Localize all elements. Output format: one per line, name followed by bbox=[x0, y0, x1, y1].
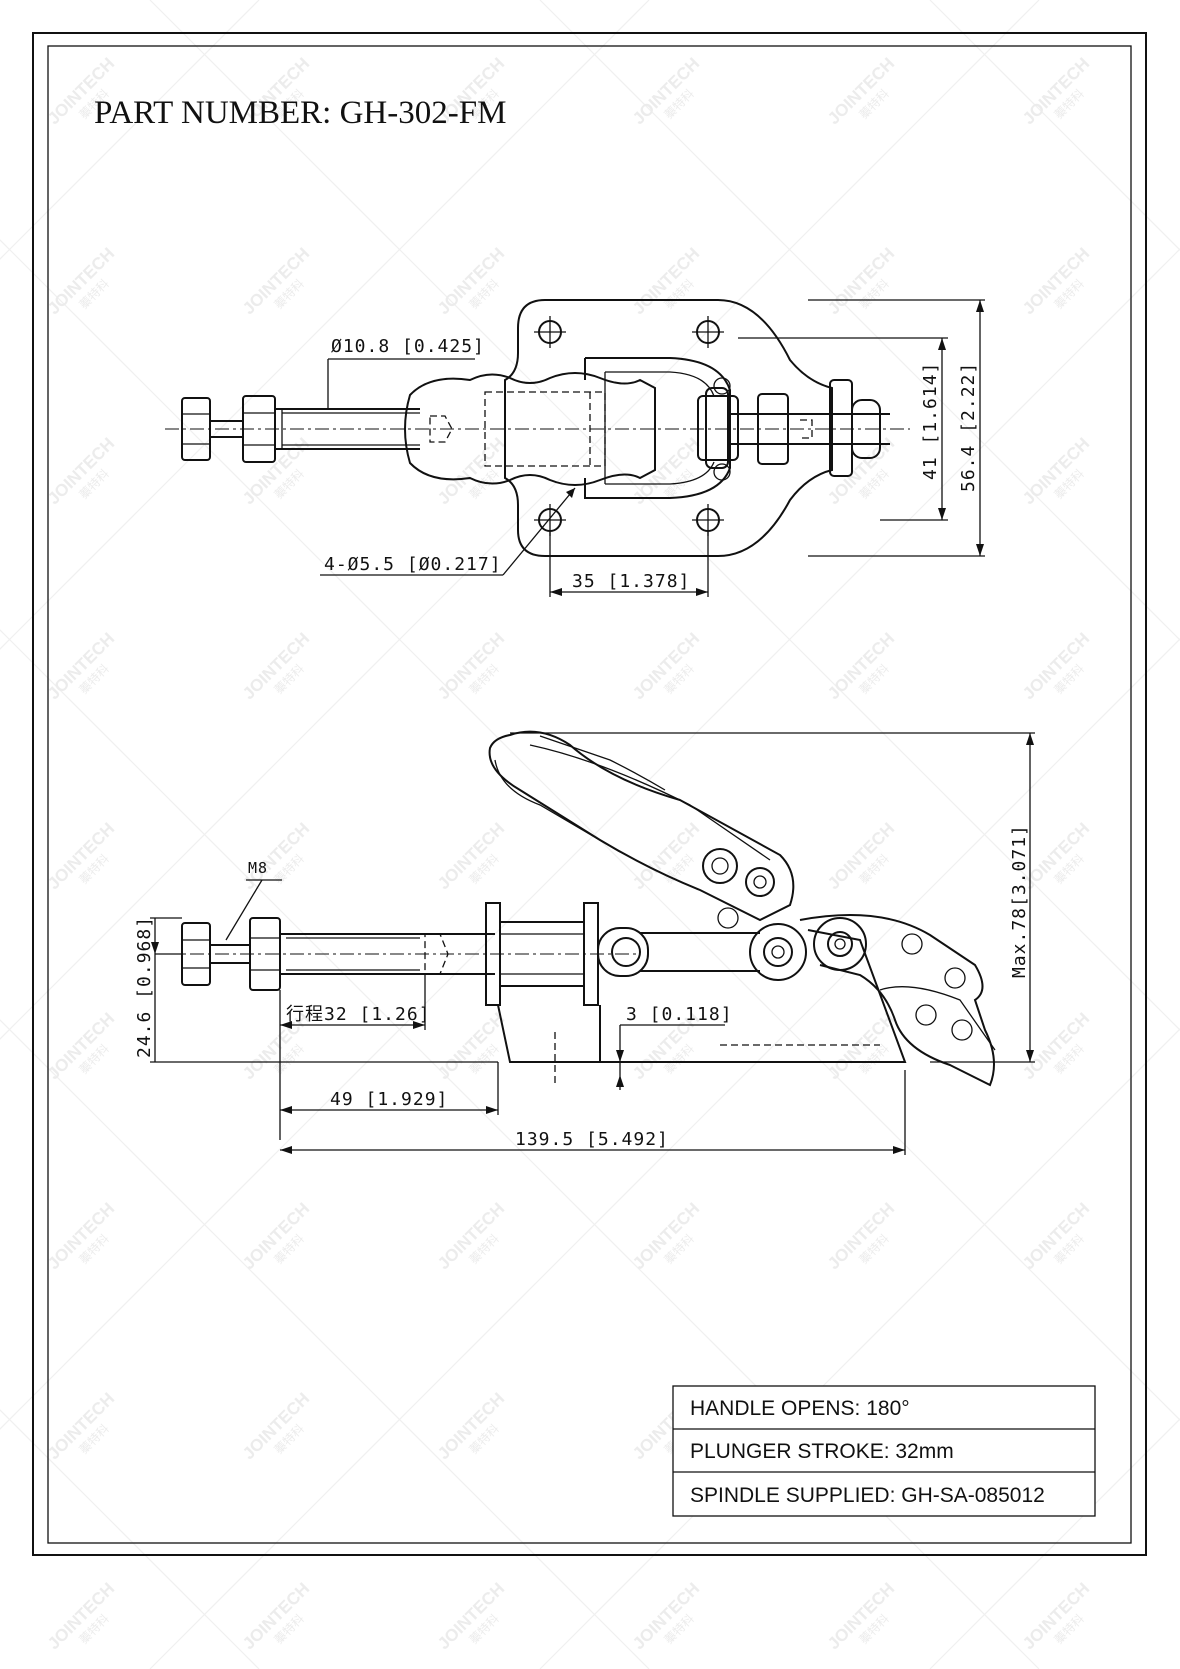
dim-max-height: Max.78[3.071] bbox=[1009, 824, 1030, 978]
side-base bbox=[598, 929, 907, 1063]
base-plate bbox=[504, 299, 833, 557]
handle-grip-top bbox=[404, 372, 656, 486]
dim-stroke: 行程32 [1.26] bbox=[286, 1004, 431, 1025]
top-view: Ø10.8 [0.425] bbox=[165, 299, 985, 597]
dim-spindle-height: 24.6 [0.968] bbox=[134, 916, 155, 1058]
outer-border bbox=[32, 32, 1147, 1556]
watermark-grid-line bbox=[0, 1409, 260, 1669]
threaded-rod bbox=[275, 408, 420, 450]
watermark-grid-line bbox=[0, 0, 1040, 1040]
info-plunger-stroke: PLUNGER STROKE: 32mm bbox=[690, 1440, 954, 1463]
side-spindle bbox=[280, 933, 495, 975]
watermark-grid-line bbox=[539, 0, 1180, 641]
dim-height-outer: 56.4 [2.22] bbox=[958, 362, 979, 492]
plunger-housing bbox=[485, 902, 601, 1085]
watermark-grid-line bbox=[149, 638, 1180, 1669]
info-handle-opens: HANDLE OPENS: 180° bbox=[690, 1397, 910, 1420]
dim-height-inner: 41 [1.614] bbox=[920, 362, 941, 480]
dim-thread: M8 bbox=[248, 859, 268, 877]
mounting-holes bbox=[534, 316, 724, 536]
u-bracket bbox=[584, 357, 731, 499]
watermark-grid-line bbox=[0, 1019, 650, 1669]
dim-rod-diameter: Ø10.8 [0.425] bbox=[331, 336, 485, 357]
info-table: HANDLE OPENS: 180° PLUNGER STROKE: 32mm … bbox=[672, 1385, 1096, 1517]
dim-base-to-flange: 49 [1.929] bbox=[330, 1089, 448, 1110]
dim-hole-spec: 4-Ø5.5 [Ø0.217] bbox=[324, 554, 502, 575]
watermark-grid-line bbox=[0, 0, 260, 260]
part-number-title: PART NUMBER: GH-302-FM bbox=[94, 95, 506, 131]
linkage-pins bbox=[697, 377, 890, 481]
side-view: M8 bbox=[134, 730, 1035, 1155]
dim-hole-spacing: 35 [1.378] bbox=[572, 571, 690, 592]
watermark-grid-line bbox=[0, 0, 650, 650]
dim-gap: 3 [0.118] bbox=[626, 1004, 733, 1025]
link-arm bbox=[799, 914, 995, 1087]
side-handle bbox=[488, 730, 795, 922]
info-spindle-supplied: SPINDLE SUPPLIED: GH-SA-085012 bbox=[690, 1484, 1045, 1507]
inner-border bbox=[47, 45, 1132, 1544]
dim-total-length: 139.5 [5.492] bbox=[515, 1129, 669, 1150]
